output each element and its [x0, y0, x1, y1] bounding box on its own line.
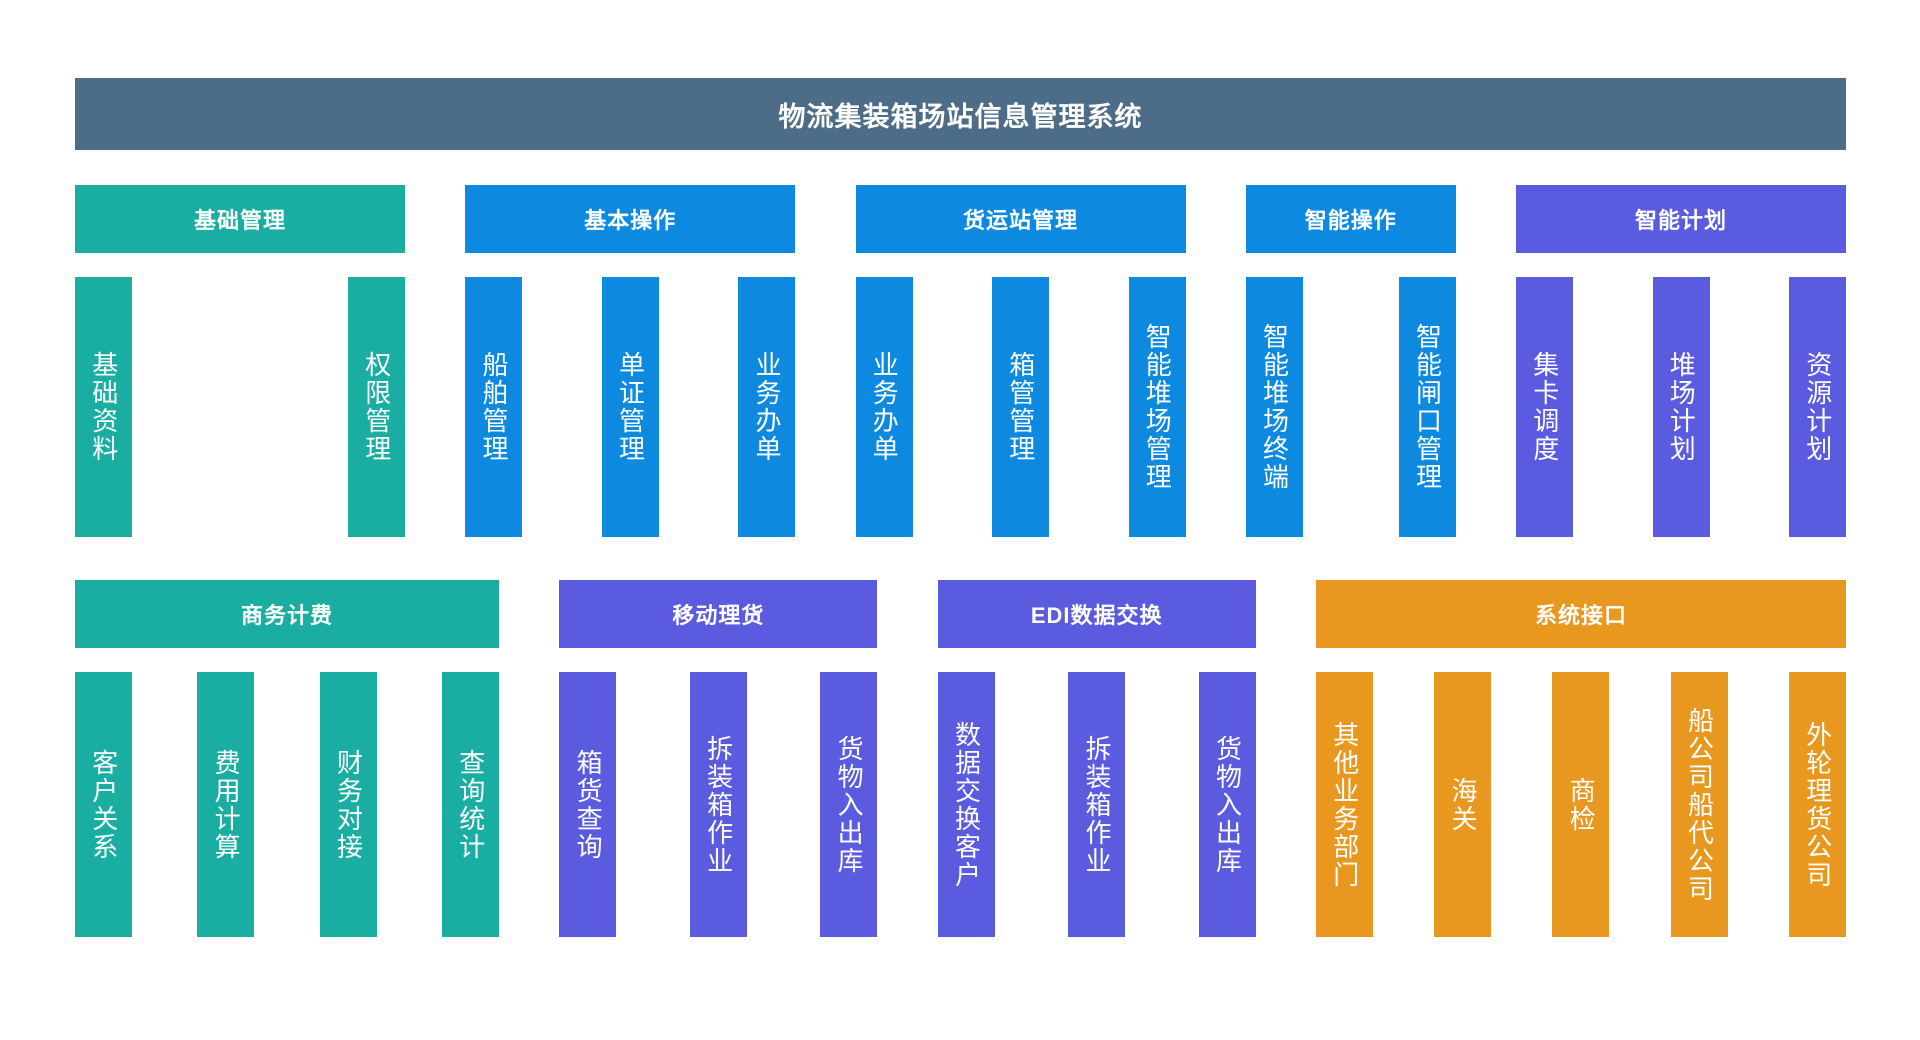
module-group-smart-operation: 智能操作智能堆场终端 智能闸口管理 — [1245, 185, 1456, 537]
module-item[interactable]: 船舶管理 — [465, 277, 523, 537]
module-group-smart-plan: 智能计划集卡调度 堆场计划 资源计划 — [1516, 185, 1846, 537]
module-item[interactable]: 权限管理 — [348, 277, 405, 537]
module-item[interactable]: 商检 — [1552, 672, 1610, 937]
page-title: 物流集装箱场站信息管理系统 — [778, 101, 1143, 132]
module-item[interactable]: 堆场计划 — [1652, 277, 1710, 537]
module-group-basic-operation: 基本操作船舶管理 单证管理 业务办单 — [465, 185, 796, 537]
module-item[interactable]: 集卡调度 — [1516, 277, 1573, 537]
group-header-basic-operation[interactable]: 基本操作 — [465, 185, 796, 253]
module-item[interactable]: 客户关系 — [75, 672, 132, 937]
module-item[interactable]: 查询统计 — [441, 672, 499, 937]
module-group-freight-station-management: 货运站管理业务办单 箱管管理 智能堆场管理 — [855, 185, 1186, 537]
module-group-basic-management: 基础管理基础资料 权限管理 — [75, 185, 405, 537]
module-item[interactable]: 箱货查询 — [559, 672, 617, 937]
module-item[interactable]: 财务对接 — [319, 672, 377, 937]
module-item[interactable]: 智能闸口管理 — [1398, 277, 1456, 537]
group-items-smart-plan: 集卡调度 堆场计划 资源计划 — [1516, 277, 1846, 537]
group-header-freight-station-management[interactable]: 货运站管理 — [855, 185, 1186, 253]
module-item[interactable]: 智能堆场终端 — [1245, 277, 1303, 537]
module-item[interactable]: 基础资料 — [75, 277, 132, 537]
module-group-mobile-tally: 移动理货箱货查询 拆装箱作业 货物入出库 — [559, 580, 878, 937]
module-item[interactable]: 船公司船代公司 — [1670, 672, 1728, 937]
module-item[interactable]: 拆装箱作业 — [1068, 672, 1126, 937]
group-items-smart-operation: 智能堆场终端 智能闸口管理 — [1245, 277, 1456, 537]
group-items-mobile-tally: 箱货查询 拆装箱作业 货物入出库 — [559, 672, 878, 937]
module-item[interactable]: 费用计算 — [197, 672, 255, 937]
module-group-edi-data-exchange: EDI数据交换数据交换客户 拆装箱作业 货物入出库 — [937, 580, 1256, 937]
module-group-business-billing: 商务计费客户关系 费用计算 财务对接 查询统计 — [75, 580, 499, 937]
module-item[interactable]: 拆装箱作业 — [689, 672, 747, 937]
module-item[interactable]: 货物入出库 — [820, 672, 878, 937]
group-header-system-interface[interactable]: 系统接口 — [1315, 580, 1846, 648]
group-items-basic-management: 基础资料 权限管理 — [75, 277, 405, 537]
module-item[interactable]: 货物入出库 — [1198, 672, 1256, 937]
module-item[interactable]: 业务办单 — [855, 277, 913, 537]
module-item[interactable]: 业务办单 — [738, 277, 796, 537]
group-header-basic-management[interactable]: 基础管理 — [75, 185, 405, 253]
module-item[interactable]: 外轮理货公司 — [1788, 672, 1846, 937]
module-item[interactable]: 其他业务部门 — [1315, 672, 1373, 937]
module-item[interactable]: 海关 — [1434, 672, 1492, 937]
group-items-system-interface: 其他业务部门 海关商检 船公司船代公司 外轮理货公司 — [1315, 672, 1846, 937]
group-header-edi-data-exchange[interactable]: EDI数据交换 — [937, 580, 1256, 648]
module-item[interactable]: 智能堆场管理 — [1128, 277, 1186, 537]
group-header-smart-operation[interactable]: 智能操作 — [1245, 185, 1456, 253]
module-item[interactable]: 单证管理 — [601, 277, 659, 537]
module-item[interactable]: 数据交换客户 — [937, 672, 995, 937]
module-row-1: 基础管理基础资料 权限管理 基本操作船舶管理 单证管理 业务办单 货运站管理业务办单 箱管管… — [75, 185, 1846, 537]
system-title-bar: 物流集装箱场站信息管理系统 — [75, 78, 1846, 150]
module-group-system-interface: 系统接口其他业务部门 海关商检 船公司船代公司 外轮理货公司 — [1315, 580, 1846, 937]
group-items-basic-operation: 船舶管理 单证管理 业务办单 — [465, 277, 796, 537]
module-item[interactable]: 箱管管理 — [992, 277, 1049, 537]
group-header-smart-plan[interactable]: 智能计划 — [1516, 185, 1846, 253]
module-item[interactable]: 资源计划 — [1789, 277, 1846, 537]
group-items-freight-station-management: 业务办单 箱管管理 智能堆场管理 — [855, 277, 1186, 537]
group-header-mobile-tally[interactable]: 移动理货 — [559, 580, 878, 648]
group-header-business-billing[interactable]: 商务计费 — [75, 580, 499, 648]
group-items-business-billing: 客户关系 费用计算 财务对接 查询统计 — [75, 672, 499, 937]
group-items-edi-data-exchange: 数据交换客户 拆装箱作业 货物入出库 — [937, 672, 1256, 937]
